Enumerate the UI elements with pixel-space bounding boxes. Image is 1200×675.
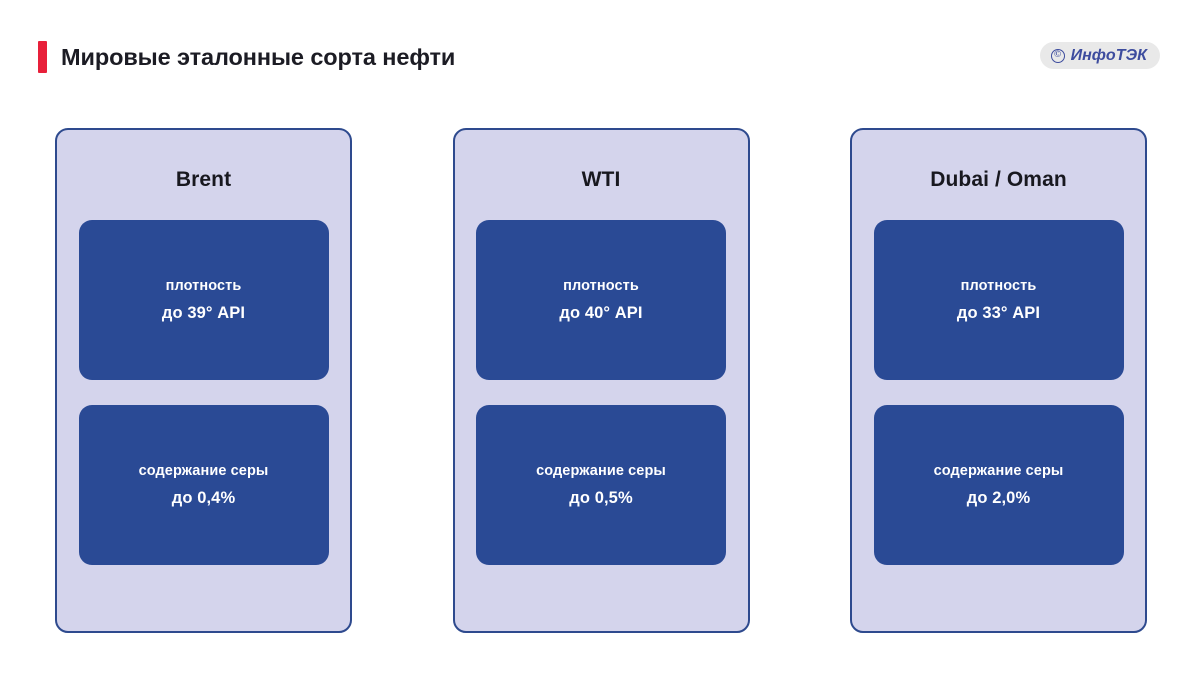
panel-title: Dubai / Oman [930, 168, 1067, 191]
sulfur-value: до 0,5% [569, 489, 633, 507]
density-value: до 39° API [161, 304, 246, 322]
infotek-logo: © ИнфоТЭК [1039, 42, 1160, 69]
copyright-icon: © [1050, 48, 1065, 63]
sulfur-card: содержание серы до 0,5% [476, 405, 726, 565]
title-accent-bar [38, 41, 47, 73]
benchmark-panels: Brent плотность до 39° API содержание се… [55, 128, 1147, 633]
density-label: плотность [165, 278, 242, 294]
sulfur-label: содержание серы [536, 463, 666, 479]
panel-title: Brent [175, 168, 232, 191]
panel-title: WTI [581, 168, 621, 191]
sulfur-value: до 0,4% [171, 489, 236, 507]
sulfur-card: содержание серы до 2,0% [873, 405, 1124, 565]
sulfur-card: содержание серы до 0,4% [78, 405, 329, 565]
sulfur-label: содержание серы [138, 463, 269, 479]
density-card: плотность до 40° API [476, 220, 726, 380]
page-header: Мировые эталонные сорта нефти © ИнфоТЭК [0, 0, 1200, 110]
sulfur-label: содержание серы [933, 463, 1064, 479]
density-value: до 33° API [956, 304, 1041, 322]
benchmark-panel-brent: Brent плотность до 39° API содержание се… [55, 128, 352, 633]
density-card: плотность до 39° API [78, 220, 329, 380]
page-title: Мировые эталонные сорта нефти [61, 44, 456, 70]
sulfur-value: до 2,0% [966, 489, 1031, 507]
benchmark-panel-wti: WTI плотность до 40° API содержание серы… [452, 128, 750, 633]
benchmark-panel-dubai-oman: Dubai / Oman плотность до 33° API содерж… [850, 128, 1147, 633]
logo-text: ИнфоТЭК [1070, 46, 1147, 64]
page-title-group: Мировые эталонные сорта нефти [38, 41, 455, 73]
density-label: плотность [960, 278, 1037, 294]
density-card: плотность до 33° API [873, 220, 1124, 380]
density-value: до 40° API [559, 304, 643, 322]
density-label: плотность [563, 278, 639, 294]
